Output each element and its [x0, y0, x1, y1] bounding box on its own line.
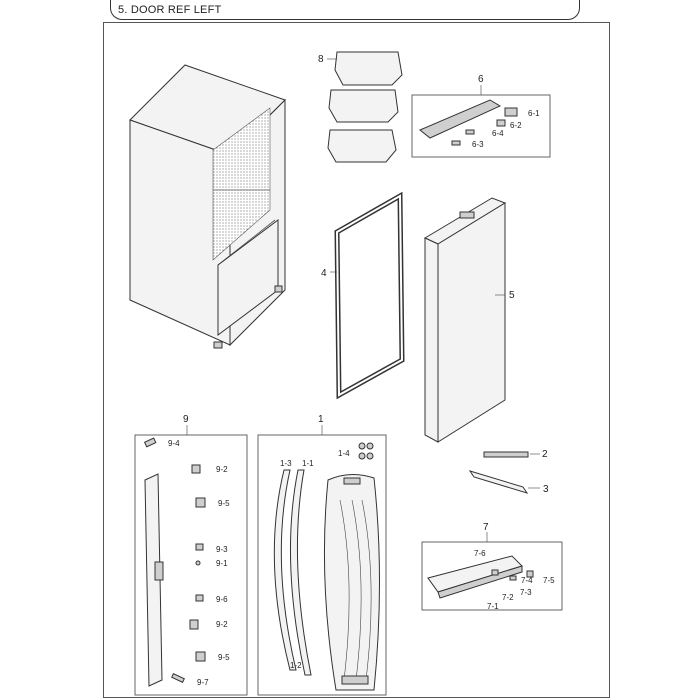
label-1: 1: [318, 414, 324, 425]
label-7-3: 7-3: [520, 588, 532, 597]
label-1-4: 1-4: [338, 449, 350, 458]
label-2: 2: [542, 449, 548, 460]
group-7: 7 7-6 7-4 7-5 7-3 7-2 7-1: [421, 522, 563, 611]
group-1: 1 1-3 1-1 1-4 1-2: [257, 414, 387, 696]
label-9-5a: 9-5: [218, 499, 230, 508]
label-9-7: 9-7: [197, 678, 209, 687]
label-5: 5: [509, 290, 515, 301]
label-3: 3: [543, 484, 549, 495]
door-bins: 8: [318, 51, 403, 163]
label-6: 6: [478, 74, 484, 85]
label-6-3: 6-3: [472, 140, 484, 149]
label-7-6: 7-6: [474, 549, 486, 558]
label-7-5: 7-5: [543, 576, 555, 585]
label-1-3: 1-3: [280, 459, 292, 468]
label-6-4: 6-4: [492, 129, 504, 138]
label-9-1: 9-1: [216, 559, 228, 568]
label-9-5b: 9-5: [218, 653, 230, 662]
label-9: 9: [183, 414, 189, 425]
label-9-3: 9-3: [216, 545, 228, 554]
label-9-2b: 9-2: [216, 620, 228, 629]
label-7-2: 7-2: [502, 593, 514, 602]
diagram-frame: [103, 22, 610, 698]
handle-trim-parts: 2 3: [468, 449, 549, 495]
label-6-1: 6-1: [528, 109, 540, 118]
refrigerator-door: 5: [423, 197, 515, 443]
label-7-4: 7-4: [521, 576, 533, 585]
refrigerator-cabinet: [129, 64, 286, 349]
group-6: 6 6-1 6-2 6-4 6-3: [411, 74, 551, 158]
header-tab: [110, 0, 580, 20]
label-9-4: 9-4: [168, 439, 180, 448]
label-1-2: 1-2: [290, 661, 302, 670]
door-gasket: 4: [321, 191, 405, 400]
label-4: 4: [321, 268, 327, 279]
label-7-1: 7-1: [487, 602, 499, 611]
page-title: 5. DOOR REF LEFT: [118, 4, 222, 16]
label-7: 7: [483, 522, 489, 533]
label-1-1: 1-1: [302, 459, 314, 468]
label-9-2a: 9-2: [216, 465, 228, 474]
label-6-2: 6-2: [510, 121, 522, 130]
label-8: 8: [318, 54, 324, 65]
group-9: 9 9-4 9-2 9-5 9-3 9-1 9-6 9-2 9-5 9-7: [134, 414, 248, 696]
label-9-6: 9-6: [216, 595, 228, 604]
